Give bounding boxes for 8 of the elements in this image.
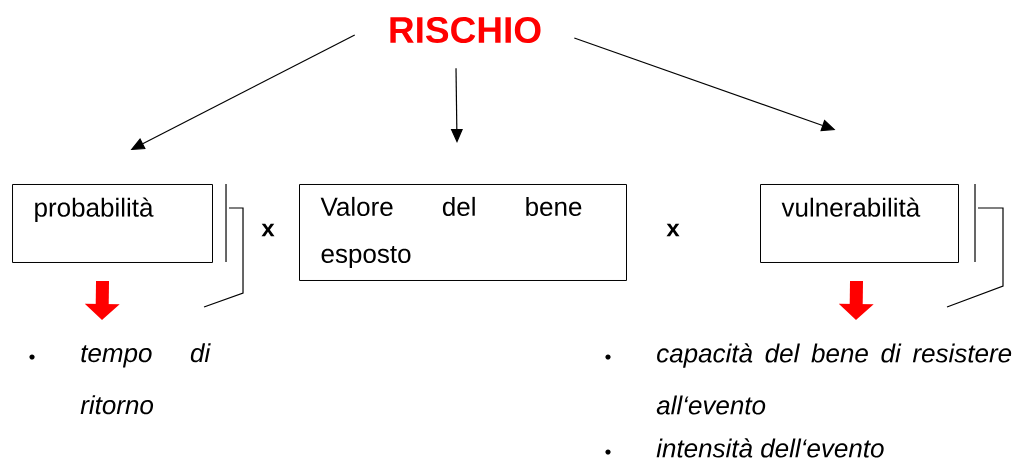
multiplication-sign: x [666, 223, 680, 237]
bullet-text: tempo di ritorno [80, 343, 211, 415]
process-box: Valore del bene esposto [299, 184, 627, 281]
process-box: vulnerabilità [760, 184, 959, 263]
process-box: probabilità [12, 184, 213, 263]
heading-text: RISCHIO [390, 16, 541, 44]
multiplication-sign: x [261, 223, 275, 237]
bullet-text: intensità dell‘evento [656, 438, 884, 458]
